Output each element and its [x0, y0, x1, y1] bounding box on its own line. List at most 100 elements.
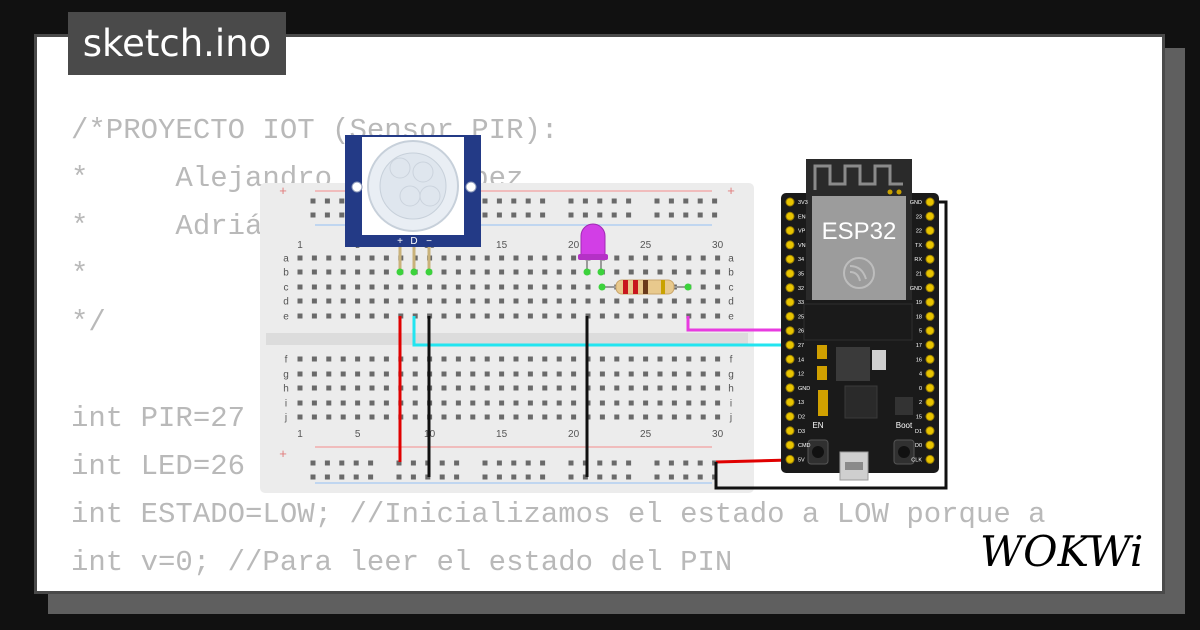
breadboard-hole: [556, 284, 562, 290]
breadboard-hole: [513, 385, 519, 391]
rail-hole: [439, 474, 445, 480]
breadboard-hole: [614, 414, 620, 420]
breadboard-hole: [700, 385, 706, 391]
row-letter: h: [283, 384, 289, 395]
breadboard-hole: [369, 356, 375, 362]
esp32-pin-label: 0: [919, 386, 922, 392]
row-letter: j: [284, 413, 287, 424]
rail-hole: [654, 212, 660, 218]
esp32-pin-label: 4: [919, 372, 922, 378]
rail-hole: [511, 198, 517, 204]
esp32-pin: [925, 240, 935, 250]
rail-hole: [611, 460, 617, 466]
smd-components: [817, 345, 913, 419]
breadboard-hole: [355, 298, 361, 304]
esp32-pin: [925, 269, 935, 278]
en-button-label: EN: [812, 421, 823, 430]
breadboard-hole: [441, 255, 447, 261]
rail-hole: [525, 474, 531, 480]
esp32-pin: [925, 340, 935, 350]
breadboard-hole: [614, 269, 620, 275]
breadboard-hole: [628, 313, 634, 319]
esp32-pin-label: 14: [798, 357, 804, 363]
breadboard-hole: [527, 255, 533, 261]
breadboard-hole: [470, 255, 476, 261]
breadboard-hole: [686, 414, 692, 420]
esp32-pin: [785, 340, 795, 350]
esp32-pin-label: VP: [798, 229, 806, 235]
breadboard-hole: [556, 269, 562, 275]
column-number: 25: [640, 240, 652, 251]
breadboard-hole: [657, 356, 663, 362]
rail-hole: [368, 474, 374, 480]
rail-hole: [496, 460, 502, 466]
breadboard-hole: [527, 298, 533, 304]
rail-hole: [324, 198, 330, 204]
row-letter: h: [728, 384, 734, 395]
rail-hole: [668, 474, 674, 480]
rail-hole: [310, 474, 316, 480]
breadboard-hole: [470, 284, 476, 290]
rail-hole: [654, 198, 660, 204]
breadboard-hole: [297, 313, 303, 319]
esp32-pin-headers: 3V3ENVPVN343532332526271412GND13D2D3CMD5…: [785, 197, 935, 464]
breadboard-hole: [571, 284, 577, 290]
breadboard-hole: [643, 414, 649, 420]
rail-hole: [511, 212, 517, 218]
esp32-pin: [925, 426, 935, 436]
rail-hole: [540, 460, 546, 466]
breadboard-hole: [311, 400, 317, 406]
breadboard-hole: [326, 356, 332, 362]
rail-plus-label: +: [279, 446, 287, 461]
column-number: 1: [297, 429, 303, 440]
breadboard-hole: [686, 371, 692, 377]
rail-hole: [439, 460, 445, 466]
rail-plus-label: +: [727, 183, 735, 198]
esp32-pin: [925, 383, 935, 393]
breadboard-hole: [715, 269, 721, 275]
breadboard-hole: [412, 385, 418, 391]
breadboard-hole: [513, 255, 519, 261]
esp32-pin-label: 33: [798, 300, 804, 306]
breadboard-hole: [441, 269, 447, 275]
breadboard-hole: [412, 284, 418, 290]
breadboard-hole: [686, 269, 692, 275]
rail-hole: [482, 212, 488, 218]
breadboard-hole: [311, 371, 317, 377]
breadboard-hole: [715, 356, 721, 362]
rail-hole: [597, 198, 603, 204]
breadboard-hole: [643, 269, 649, 275]
breadboard-hole: [499, 356, 505, 362]
breadboard: + + + 115510101515202025253030aabbccddee…: [260, 183, 754, 493]
breadboard-hole: [513, 298, 519, 304]
breadboard-hole: [484, 255, 490, 261]
rail-hole: [668, 212, 674, 218]
breadboard-hole: [297, 298, 303, 304]
wire-ground: [714, 200, 948, 490]
breadboard-hole: [686, 255, 692, 261]
rail-hole: [310, 212, 316, 218]
resistor: [598, 279, 692, 295]
breadboard-hole: [470, 313, 476, 319]
breadboard-hole: [671, 414, 677, 420]
row-letter: i: [730, 399, 732, 410]
breadboard-hole: [311, 298, 317, 304]
rail-hole: [540, 198, 546, 204]
breadboard-hole: [441, 356, 447, 362]
rail-hole: [683, 474, 689, 480]
breadboard-hole: [297, 400, 303, 406]
rail-hole: [626, 474, 632, 480]
breadboard-hole: [311, 284, 317, 290]
breadboard-hole: [383, 385, 389, 391]
rail-hole: [339, 474, 345, 480]
rail-hole: [568, 474, 574, 480]
wokwi-logo: WOKWi: [980, 527, 1143, 576]
breadboard-hole: [671, 385, 677, 391]
esp32-pin: [785, 454, 795, 464]
breadboard-hole: [671, 313, 677, 319]
esp32-pin-label: TX: [915, 243, 922, 249]
breadboard-hole: [311, 414, 317, 420]
breadboard-hole: [455, 298, 461, 304]
breadboard-hole: [297, 371, 303, 377]
rail-hole: [353, 460, 359, 466]
